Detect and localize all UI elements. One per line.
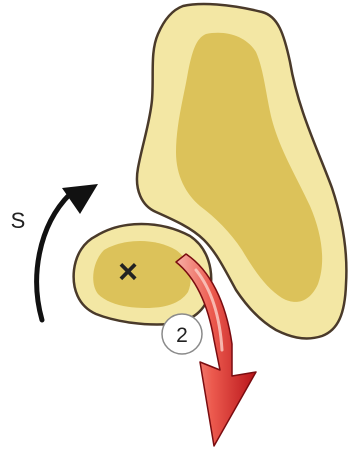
small-bone-inner (93, 241, 191, 308)
rotation-center-mark: × (118, 253, 138, 291)
step-number: 2 (176, 324, 188, 347)
rotation-label: S (11, 208, 26, 233)
step-badge: 2 (162, 314, 202, 354)
